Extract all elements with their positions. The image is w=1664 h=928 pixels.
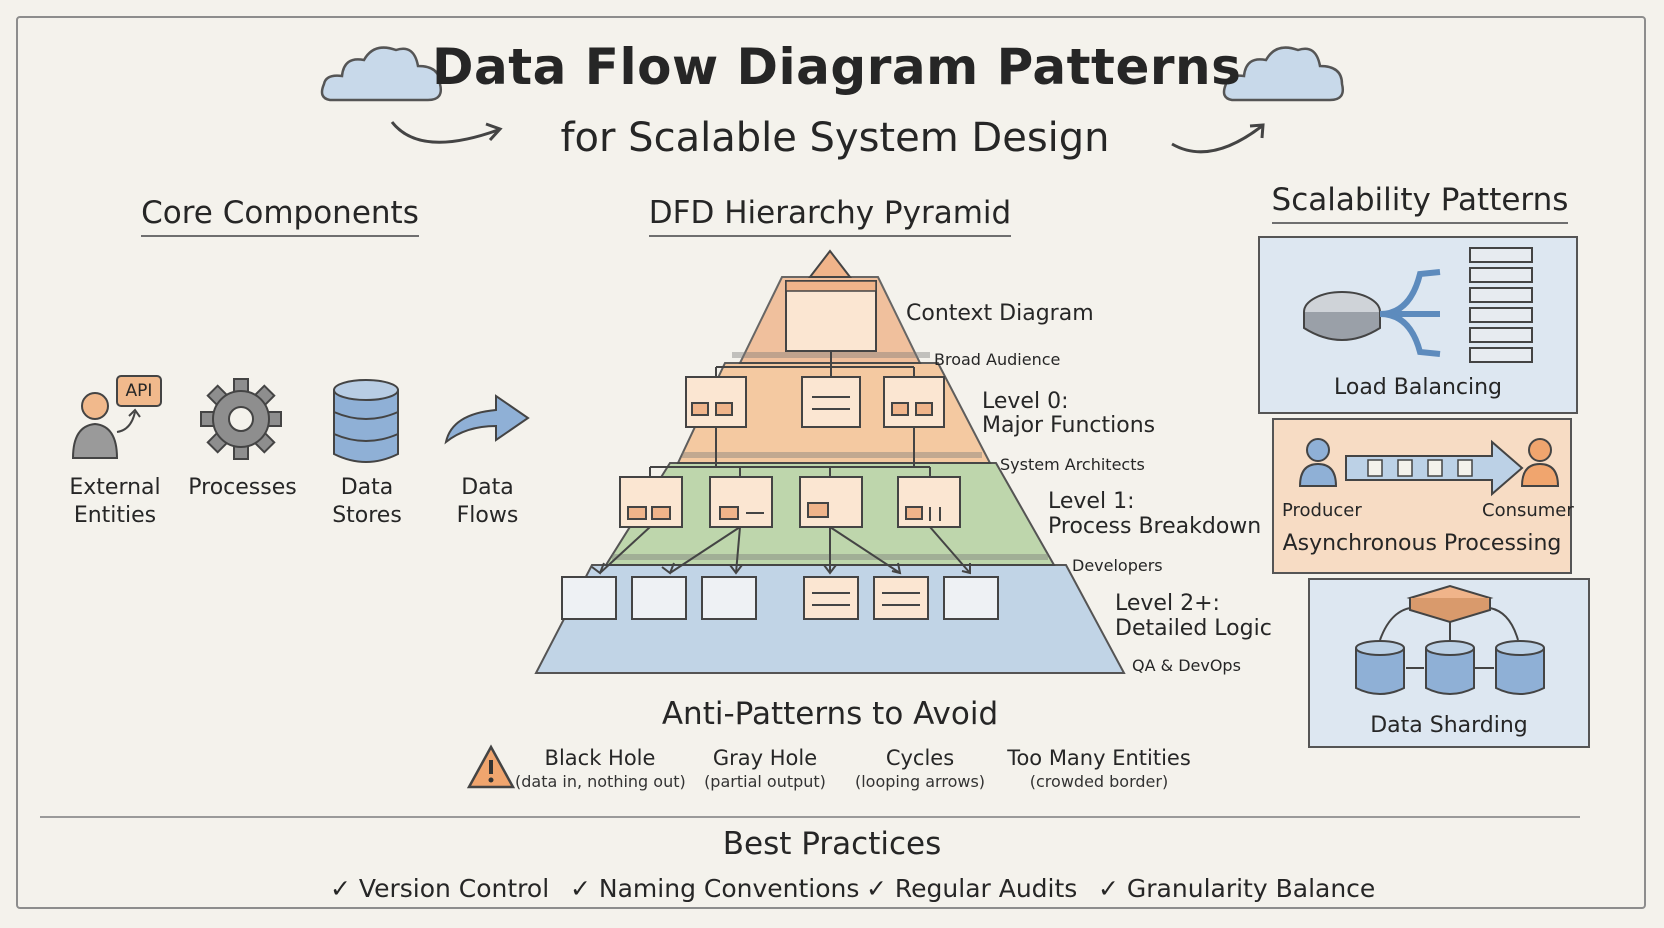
page-subtitle: for Scalable System Design: [560, 115, 1110, 161]
antipattern-desc: (partial output): [704, 772, 826, 791]
pyramid-level2-title: Level 2+:: [1115, 591, 1220, 616]
load-balancing-label: Load Balancing: [1334, 375, 1502, 400]
best-practice-item: ✓ Regular Audits: [866, 874, 1078, 903]
check-icon: ✓: [330, 874, 351, 903]
cloud-right-icon: [1222, 46, 1344, 102]
pyramid-level-context-audience: Broad Audience: [934, 350, 1061, 369]
pyramid-level0-title: Level 0:: [982, 389, 1069, 414]
best-practices-heading: Best Practices: [722, 826, 942, 862]
user-api-icon: [71, 375, 162, 459]
best-practice-item: ✓ Version Control: [330, 874, 550, 903]
pyramid-level1-subtitle: Process Breakdown: [1048, 514, 1262, 539]
best-practice-item: ✓ Naming Conventions: [570, 874, 860, 903]
pyramid-level0-subtitle: Major Functions: [982, 413, 1156, 438]
core-label-data-flows: Data Flows: [456, 475, 519, 528]
pyramid-level2-subtitle: Detailed Logic: [1115, 616, 1272, 641]
queue-icon: [1298, 438, 1560, 497]
pyramid-level-context-title: Context Diagram: [906, 301, 1094, 326]
antipattern-title: Too Many Entities: [1007, 746, 1191, 770]
swoosh-right-arrow-icon: [1171, 123, 1265, 154]
antipattern-desc: (crowded border): [1029, 772, 1169, 791]
core-label-external-entities: External Entities: [69, 475, 161, 528]
antipattern-title: Gray Hole: [712, 746, 818, 770]
core-label-processes: Processes: [188, 475, 297, 500]
cloud-left-icon: [320, 46, 442, 102]
gear-icon: [200, 378, 282, 460]
page-frame: [16, 16, 1646, 909]
pyramid-level0-audience: System Architects: [1000, 455, 1145, 474]
antipatterns-heading: Anti-Patterns to Avoid: [661, 696, 999, 732]
shard-icon: [1355, 584, 1545, 695]
core-components-heading: Core Components: [140, 195, 420, 237]
api-badge: API: [125, 381, 153, 401]
pyramid-heading: DFD Hierarchy Pyramid: [640, 195, 1020, 237]
data-sharding-label: Data Sharding: [1370, 713, 1528, 738]
antipattern-title: Black Hole: [544, 746, 656, 770]
load-balancer-icon: [1303, 247, 1533, 363]
database-icon: [333, 379, 399, 463]
best-practice-item: ✓ Granularity Balance: [1098, 874, 1376, 903]
pyramid-level1-audience: Developers: [1072, 556, 1163, 575]
consumer-label: Consumer: [1482, 500, 1574, 521]
antipattern-desc: (data in, nothing out): [515, 772, 686, 791]
check-icon: ✓: [1098, 874, 1119, 903]
antipattern-desc: (looping arrows): [854, 772, 986, 791]
check-icon: ✓: [866, 874, 887, 903]
swoosh-left-arrow-icon: [390, 121, 503, 144]
warning-icon: [466, 744, 516, 789]
producer-label: Producer: [1282, 500, 1362, 521]
async-processing-label: Asynchronous Processing: [1282, 531, 1562, 556]
scalability-heading: Scalability Patterns: [1255, 182, 1585, 224]
section-divider: [40, 816, 1580, 818]
check-icon: ✓: [570, 874, 591, 903]
antipattern-title: Cycles: [885, 746, 955, 770]
page-title: Data Flow Diagram Patterns: [432, 38, 1242, 96]
core-label-data-stores: Data Stores: [332, 475, 402, 528]
pyramid-level1-title: Level 1:: [1048, 489, 1135, 514]
data-flow-arrow-icon: [444, 394, 530, 445]
pyramid-level2-audience: QA & DevOps: [1132, 656, 1241, 675]
dfd-pyramid: [534, 249, 1126, 674]
